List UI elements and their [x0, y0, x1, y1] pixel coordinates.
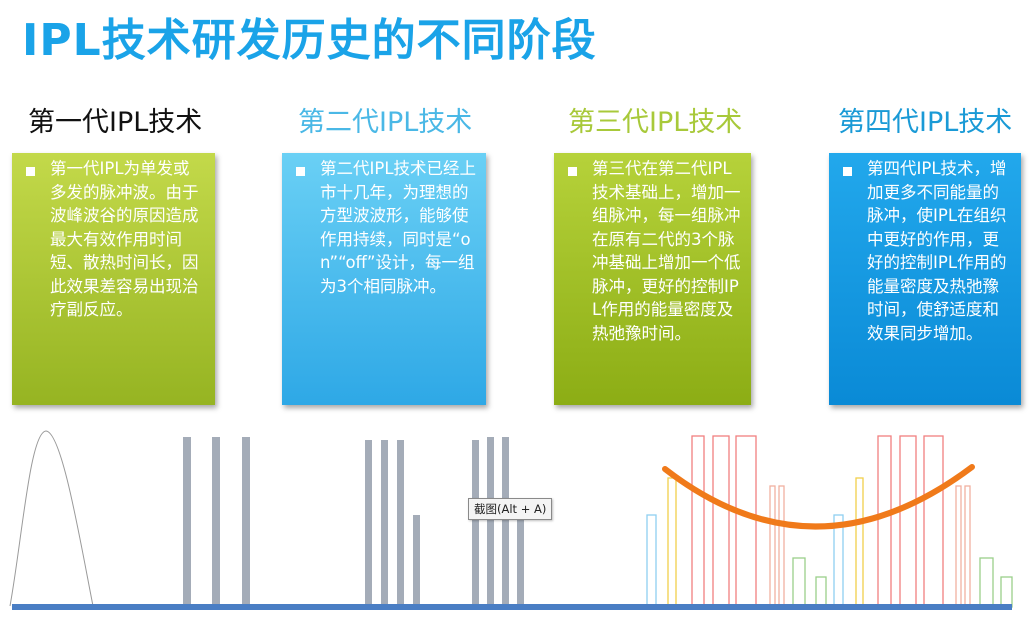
gen4-pulse-bar: [855, 477, 864, 608]
gen4-card: 第四代IPL技术，增加更多不同能量的脉冲，使IPL在组织中更好的作用，更好的控制…: [829, 153, 1021, 405]
gen3-heading: 第三代IPL技术: [568, 107, 743, 138]
gen3-pulse-bar: [365, 440, 372, 607]
gen4-pulse-bar: [899, 435, 917, 608]
gen3-pulse-bar: [502, 437, 509, 607]
gen3-pulse-bar: [381, 440, 388, 607]
bullet-icon: [26, 167, 35, 176]
gen4-pulse-bar: [735, 435, 757, 608]
gen3-pulse-bar: [472, 440, 479, 607]
gen4-pulse-bar: [815, 576, 827, 608]
gen4-pulse-bar: [667, 477, 677, 608]
gen3-pulse-bar: [487, 437, 494, 607]
bullet-icon: [843, 167, 852, 176]
timeline-baseline: [12, 604, 1012, 610]
bullet-icon: [296, 167, 305, 176]
gen1-heading: 第一代IPL技术: [28, 107, 203, 138]
gen4-pulse-bar: [955, 485, 962, 608]
gen4-pulse-bar: [923, 435, 944, 608]
gen4-pulse-bar: [964, 485, 971, 608]
gen4-pulse-bar: [712, 435, 730, 608]
gen4-pulses: [646, 435, 1013, 608]
gen3-low-pulse-bar: [517, 517, 524, 607]
gen4-heading: 第四代IPL技术: [838, 107, 1013, 138]
gen3-card: 第三代在第二代IPL技术基础上，增加一组脉冲，每一组脉冲在原有二代的3个脉冲基础…: [554, 153, 751, 405]
gen2-pulse-bar: [183, 437, 191, 607]
gen2-pulse-bar: [242, 437, 250, 607]
gen4-pulse-bar: [792, 557, 806, 608]
gen4-description: 第四代IPL技术，增加更多不同能量的脉冲，使IPL在组织中更好的作用，更好的控制…: [867, 159, 1007, 343]
gen2-card: 第二代IPL技术已经上市十几年，为理想的方型波波形，能够使作用持续，同时是“on…: [282, 153, 486, 405]
gen4-pulse-bar: [646, 514, 657, 608]
gen3-pulse-bar: [397, 440, 404, 607]
gen1-description: 第一代IPL为单发或多发的脉冲波。由于波峰波谷的原因造成最大有效作用时间短、散热…: [50, 159, 199, 319]
gen4-pulse-bar: [833, 514, 844, 608]
gen1-pulse-curve: [9, 430, 94, 607]
screenshot-tooltip: 截图(Alt + A): [468, 498, 553, 520]
gen4-pulse-bar: [1000, 576, 1013, 608]
gen3-description: 第三代在第二代IPL技术基础上，增加一组脉冲，每一组脉冲在原有二代的3个脉冲基础…: [592, 159, 741, 343]
bullet-icon: [568, 167, 577, 176]
gen3-pulses: [365, 437, 524, 607]
gen4-pulse-bar: [691, 435, 705, 608]
gen4-pulse-bar: [979, 557, 994, 608]
gen3-low-pulse-bar: [413, 515, 420, 607]
gen2-heading: 第二代IPL技术: [298, 107, 473, 138]
page-title: IPL技术研发历史的不同阶段: [22, 15, 597, 66]
gen4-pulse-bar: [769, 485, 776, 608]
energy-curve-arc: [662, 464, 975, 530]
gen1-card: 第一代IPL为单发或多发的脉冲波。由于波峰波谷的原因造成最大有效作用时间短、散热…: [12, 153, 215, 405]
gen4-pulse-bar: [877, 435, 892, 608]
gen4-pulse-bar: [778, 485, 785, 608]
gen2-pulses: [183, 437, 250, 607]
gen2-pulse-bar: [212, 437, 220, 607]
gen2-description: 第二代IPL技术已经上市十几年，为理想的方型波波形，能够使作用持续，同时是“on…: [320, 159, 477, 296]
